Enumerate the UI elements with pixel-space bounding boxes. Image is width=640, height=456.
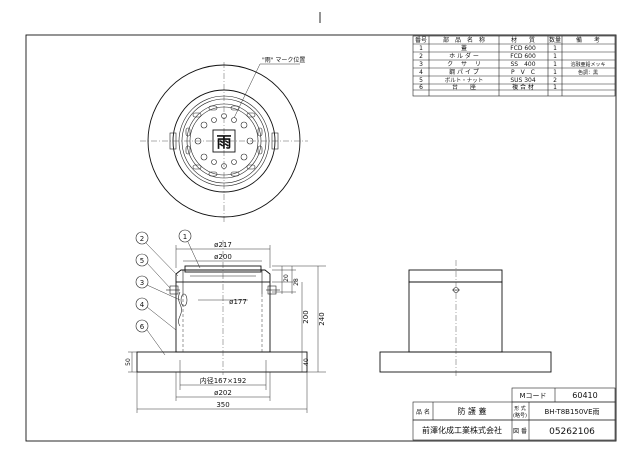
emblem-char: 雨 — [216, 133, 231, 151]
dim-d202: ø202 — [214, 389, 232, 397]
table-header-note: 備 考 — [576, 36, 600, 44]
name-value: 防 護 蓋 — [457, 406, 486, 416]
svg-text:鋼 パ イ プ: 鋼 パ イ プ — [449, 68, 479, 76]
dim-200: 200 — [302, 310, 310, 323]
base-outline — [147, 64, 301, 218]
svg-text:ボルト・ナット: ボルト・ナット — [445, 76, 484, 84]
table-row: 1 蓋 FCD 600 1 — [419, 44, 557, 52]
svg-text:1: 1 — [419, 45, 423, 52]
svg-text:4: 4 — [419, 69, 423, 76]
dim-28: 28 — [293, 278, 300, 286]
svg-text:ホ ル ダ ー: ホ ル ダ ー — [449, 52, 479, 60]
dim-20-top: 20 — [283, 274, 290, 282]
parts-table: 番号 部 品 名 称 材 質 数量 備 考 1 蓋 FCD 600 1 2 ホ … — [412, 35, 616, 97]
svg-text:3: 3 — [419, 61, 423, 68]
dim-40: 40 — [303, 358, 310, 366]
dim-inner: 内径167×192 — [200, 376, 247, 385]
svg-text:P V C: P V C — [511, 69, 535, 76]
code-label: Mコード — [519, 392, 546, 400]
callout-4 — [135, 297, 149, 311]
svg-text:溶融亜鉛メッキ: 溶融亜鉛メッキ — [570, 61, 605, 68]
svg-text:5: 5 — [419, 77, 423, 84]
table-header-no: 番号 — [415, 37, 427, 44]
drawing-frame — [25, 34, 617, 442]
svg-text:5: 5 — [140, 257, 144, 265]
svg-text:6: 6 — [419, 84, 423, 91]
svg-text:蓋: 蓋 — [461, 44, 467, 52]
holder-outline — [172, 89, 276, 193]
rain-emblem-icon — [212, 129, 236, 153]
svg-text:1: 1 — [553, 53, 557, 60]
right-lug — [271, 132, 279, 150]
side-base — [379, 351, 552, 373]
drawing-number: 05262106 — [549, 427, 595, 437]
svg-text:1: 1 — [553, 61, 557, 68]
side-holder — [408, 269, 503, 283]
drawing-label: 図 番 — [513, 428, 527, 435]
lid-holes — [194, 113, 254, 169]
dim-50: 50 — [125, 358, 132, 366]
table-row: 4 鋼 パ イ プ P V C 1 色調：黒 — [419, 68, 598, 76]
model-label-1: 形 式 — [514, 405, 526, 412]
callout-2 — [135, 231, 149, 245]
dim-350: 350 — [216, 401, 229, 409]
side-view — [379, 260, 552, 378]
svg-text:1: 1 — [183, 233, 187, 241]
table-header-material: 材 質 — [511, 36, 535, 44]
callout-3 — [135, 275, 149, 289]
company-name: 前澤化成工業株式会社 — [422, 425, 502, 435]
table-row: 3 ク サ リ SS 400 1 溶融亜鉛メッキ — [419, 61, 605, 68]
callout-6 — [135, 319, 149, 333]
title-block: Mコード 60410 品 名 防 護 蓋 形 式 (略号) BH-T8B150V… — [412, 387, 616, 441]
table-row: 6 台 座 複 合 材 1 — [419, 83, 557, 91]
callout-1 — [178, 229, 192, 243]
chain — [178, 291, 182, 327]
plan-view: 雨 "雨" マーク位置 — [140, 56, 308, 222]
svg-text:2: 2 — [419, 53, 423, 60]
base-section — [136, 351, 308, 373]
svg-text:FCD 600: FCD 600 — [510, 45, 536, 52]
svg-text:2: 2 — [140, 235, 144, 243]
svg-text:6: 6 — [140, 323, 145, 331]
svg-text:台 座: 台 座 — [452, 83, 476, 91]
svg-text:色調：黒: 色調：黒 — [578, 69, 598, 76]
svg-text:ク サ リ: ク サ リ — [447, 61, 481, 68]
front-view: ø217 ø200 ø177 内径167×192 ø202 350 20 28 … — [125, 229, 326, 413]
svg-text:4: 4 — [140, 301, 145, 309]
mark-position-label: "雨" マーク位置 — [262, 56, 305, 64]
svg-text:1: 1 — [553, 84, 557, 91]
table-row: 2 ホ ル ダ ー FCD 600 1 — [419, 52, 557, 60]
model-label-2: (略号) — [513, 412, 527, 419]
svg-text:1: 1 — [553, 69, 557, 76]
code-value: 60410 — [572, 391, 597, 400]
table-header-name: 部 品 名 称 — [443, 36, 485, 44]
svg-text:1: 1 — [553, 45, 557, 52]
svg-text:複 合 材: 複 合 材 — [512, 83, 534, 91]
dim-d177: ø177 — [229, 298, 247, 306]
dim-240: 240 — [318, 312, 326, 325]
svg-text:3: 3 — [140, 279, 144, 287]
name-label: 品 名 — [416, 408, 430, 416]
svg-text:2: 2 — [553, 77, 557, 84]
table-row: 5 ボルト・ナット SUS 304 2 — [419, 76, 557, 84]
svg-text:SUS 304: SUS 304 — [510, 77, 536, 84]
left-lug — [169, 132, 177, 150]
svg-text:FCD 600: FCD 600 — [510, 53, 536, 60]
svg-text:SS 400: SS 400 — [510, 61, 535, 68]
table-header-qty: 数量 — [549, 36, 561, 44]
dim-d217: ø217 — [214, 241, 232, 249]
callout-5 — [135, 253, 149, 267]
dim-d200: ø200 — [214, 253, 232, 261]
model-value: BH-T8B150VE雨 — [544, 408, 599, 416]
